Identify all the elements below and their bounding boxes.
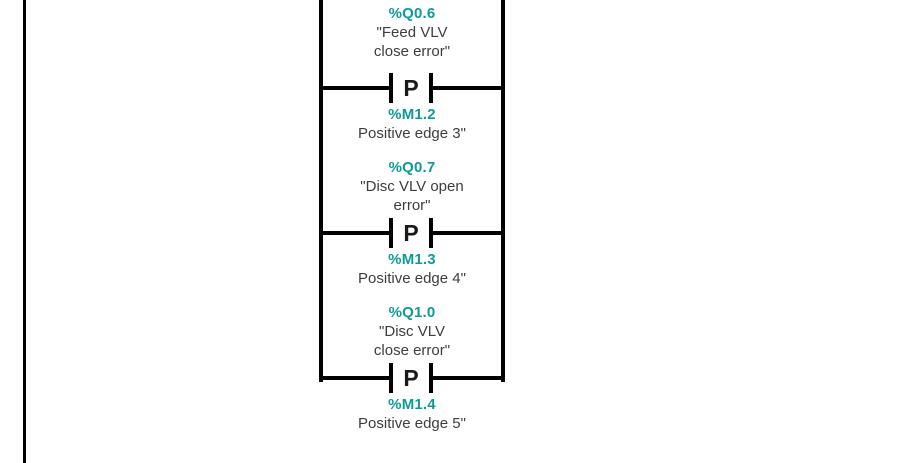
operand-description-line-1: "Feed VLV xyxy=(376,24,448,41)
operand-description-line-2: error" xyxy=(393,197,431,214)
contact-description: Positive edge 5" xyxy=(358,415,466,432)
contact-label-m13[interactable]: %M1.3 Positive edge 4" xyxy=(320,250,504,288)
contact-bar-right xyxy=(429,218,433,248)
contact-address: %M1.3 xyxy=(388,251,436,268)
operand-description-line-1: "Disc VLV xyxy=(379,323,445,340)
branch-right-rail[interactable] xyxy=(501,0,505,382)
contact-description: Positive edge 3" xyxy=(358,125,466,142)
contact-label-m12[interactable]: %M1.2 Positive edge 3" xyxy=(320,105,504,143)
operand-description-line-2: close error" xyxy=(373,342,451,359)
positive-edge-p-icon: P xyxy=(403,75,419,101)
branch-left-rail[interactable] xyxy=(319,0,323,382)
positive-edge-contact-3[interactable]: P xyxy=(389,363,433,393)
positive-edge-contact-2[interactable]: P xyxy=(389,218,433,248)
rung-wire-3-left[interactable] xyxy=(321,376,391,380)
operand-address: %Q0.6 xyxy=(388,5,436,22)
contact-label-m14[interactable]: %M1.4 Positive edge 5" xyxy=(320,395,504,433)
contact-bar-right xyxy=(429,73,433,103)
contact-description: Positive edge 4" xyxy=(358,270,466,287)
operand-label-q10[interactable]: %Q1.0 "Disc VLV close error" xyxy=(320,303,504,360)
contact-bar-right xyxy=(429,363,433,393)
operand-label-q06[interactable]: %Q0.6 "Feed VLV close error" xyxy=(320,4,504,61)
operand-address: %Q1.0 xyxy=(388,304,436,321)
rung-wire-3-right[interactable] xyxy=(433,376,503,380)
rung-wire-1-right[interactable] xyxy=(433,86,503,90)
operand-description-line-2: close error" xyxy=(373,43,451,60)
contact-bar-left xyxy=(389,73,393,103)
positive-edge-p-icon: P xyxy=(403,365,419,391)
positive-edge-p-icon: P xyxy=(403,220,419,246)
rung-wire-2-left[interactable] xyxy=(321,231,391,235)
contact-address: %M1.4 xyxy=(388,396,436,413)
contact-bar-left xyxy=(389,218,393,248)
operand-description-line-1: "Disc VLV open xyxy=(360,178,464,195)
operand-label-q07[interactable]: %Q0.7 "Disc VLV open error" xyxy=(320,158,504,215)
contact-address: %M1.2 xyxy=(388,106,436,123)
operand-address: %Q0.7 xyxy=(388,159,436,176)
rung-wire-1-left[interactable] xyxy=(321,86,391,90)
page-left-border xyxy=(23,0,26,463)
contact-bar-left xyxy=(389,363,393,393)
positive-edge-contact-1[interactable]: P xyxy=(389,73,433,103)
rung-wire-2-right[interactable] xyxy=(433,231,503,235)
